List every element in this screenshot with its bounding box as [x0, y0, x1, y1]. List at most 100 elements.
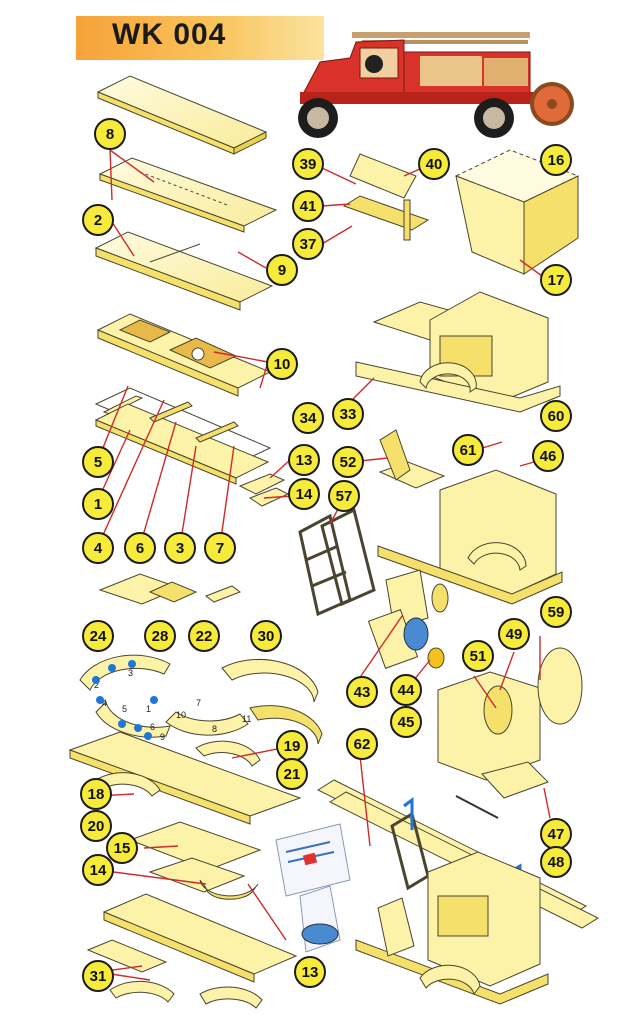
callout-7: 7 — [204, 532, 236, 564]
callout-circle — [540, 144, 572, 176]
callout-4: 4 — [82, 532, 114, 564]
callout-number: 34 — [300, 410, 317, 427]
callout-circle — [540, 596, 572, 628]
callout-circle — [328, 480, 360, 512]
hose-reel-parts — [367, 569, 449, 669]
callout-circle — [266, 348, 298, 380]
callout-10: 10 — [266, 348, 298, 380]
callout-31: 31 — [82, 960, 114, 992]
callout-3: 3 — [164, 532, 196, 564]
small-folding-parts — [98, 573, 242, 605]
callout-21: 21 — [276, 758, 308, 790]
callout-number: 62 — [354, 736, 371, 753]
callout-number: 60 — [548, 408, 565, 425]
chassis-part-8 — [98, 157, 278, 233]
callout-number: 31 — [90, 968, 107, 985]
callout-circle — [390, 706, 422, 738]
callout-17: 17 — [540, 264, 572, 296]
callout-47: 47 — [540, 818, 572, 850]
callout-number: 21 — [284, 766, 301, 783]
fender-pieces — [79, 654, 323, 745]
callout-circle — [82, 446, 114, 478]
callout-number: 47 — [548, 826, 565, 843]
callout-circle — [288, 444, 320, 476]
cab-and-hood-assembly — [355, 291, 561, 413]
callout-number: 28 — [152, 628, 169, 645]
callout-circle — [82, 854, 114, 886]
callout-circle — [288, 478, 320, 510]
callout-circle — [80, 778, 112, 810]
callout-number: 14 — [90, 862, 107, 879]
callout-52: 52 — [332, 446, 364, 478]
callout-19: 19 — [276, 730, 308, 762]
callout-circle — [346, 728, 378, 760]
callout-49: 49 — [498, 618, 530, 650]
callout-1: 1 — [82, 488, 114, 520]
callout-24: 24 — [82, 620, 114, 652]
chassis-part-10 — [96, 313, 272, 397]
callout-circle — [462, 640, 494, 672]
callout-circle — [346, 676, 378, 708]
callout-number: 39 — [300, 156, 317, 173]
fender-label: 3 — [128, 668, 133, 678]
callout-number: 37 — [300, 236, 317, 253]
running-board-parts — [128, 821, 262, 900]
final-ladder-truck-assembly — [316, 779, 600, 1005]
callout-number: 45 — [398, 714, 415, 731]
fender-label: 4 — [102, 698, 107, 708]
chassis-part-2 — [94, 231, 274, 311]
callout-circle — [292, 402, 324, 434]
callout-41: 41 — [292, 190, 324, 222]
callout-57: 57 — [328, 480, 360, 512]
callout-number: 57 — [336, 488, 353, 505]
callout-circle — [276, 758, 308, 790]
callout-number: 41 — [300, 198, 317, 215]
callout-44: 44 — [390, 674, 422, 706]
callout-20: 20 — [80, 810, 112, 842]
callout-circle — [390, 674, 422, 706]
callout-circle — [82, 620, 114, 652]
callout-48: 48 — [540, 846, 572, 878]
callout-13: 13 — [288, 444, 320, 476]
seat-bench — [342, 153, 430, 241]
callout-circle — [82, 488, 114, 520]
callout-number: 30 — [258, 628, 275, 645]
callout-circle — [80, 810, 112, 842]
callout-number: 46 — [540, 448, 557, 465]
callout-33: 33 — [332, 398, 364, 430]
lower-chassis-assembly — [86, 893, 298, 1009]
callout-37: 37 — [292, 228, 324, 260]
callout-59: 59 — [540, 596, 572, 628]
callout-circle — [250, 620, 282, 652]
callout-circle — [106, 832, 138, 864]
fender-base-assembly — [68, 731, 302, 825]
callout-circle — [292, 148, 324, 180]
fender-label: 5 — [122, 704, 127, 714]
callout-circle — [540, 846, 572, 878]
callout-34: 34 — [292, 402, 324, 434]
callout-number: 18 — [88, 786, 105, 803]
callout-number: 22 — [196, 628, 213, 645]
callout-circle — [292, 190, 324, 222]
title-banner — [76, 16, 324, 60]
callout-number: 43 — [354, 684, 371, 701]
callout-number: 1 — [94, 496, 102, 513]
callout-circle — [292, 228, 324, 260]
callout-15: 15 — [106, 832, 138, 864]
model-code-title: WK 004 — [112, 18, 227, 51]
callout-45: 45 — [390, 706, 422, 738]
callout-16: 16 — [540, 144, 572, 176]
callout-number: 14 — [296, 486, 313, 503]
callout-13: 13 — [294, 956, 326, 988]
callout-40: 40 — [418, 148, 450, 180]
callout-5: 5 — [82, 446, 114, 478]
instruction-sheet-icon — [275, 823, 351, 953]
callout-number: 2 — [94, 212, 102, 229]
callout-39: 39 — [292, 148, 324, 180]
callout-43: 43 — [346, 676, 378, 708]
callout-number: 61 — [460, 442, 477, 459]
callout-number: 13 — [302, 964, 319, 981]
callout-number: 16 — [548, 152, 565, 169]
